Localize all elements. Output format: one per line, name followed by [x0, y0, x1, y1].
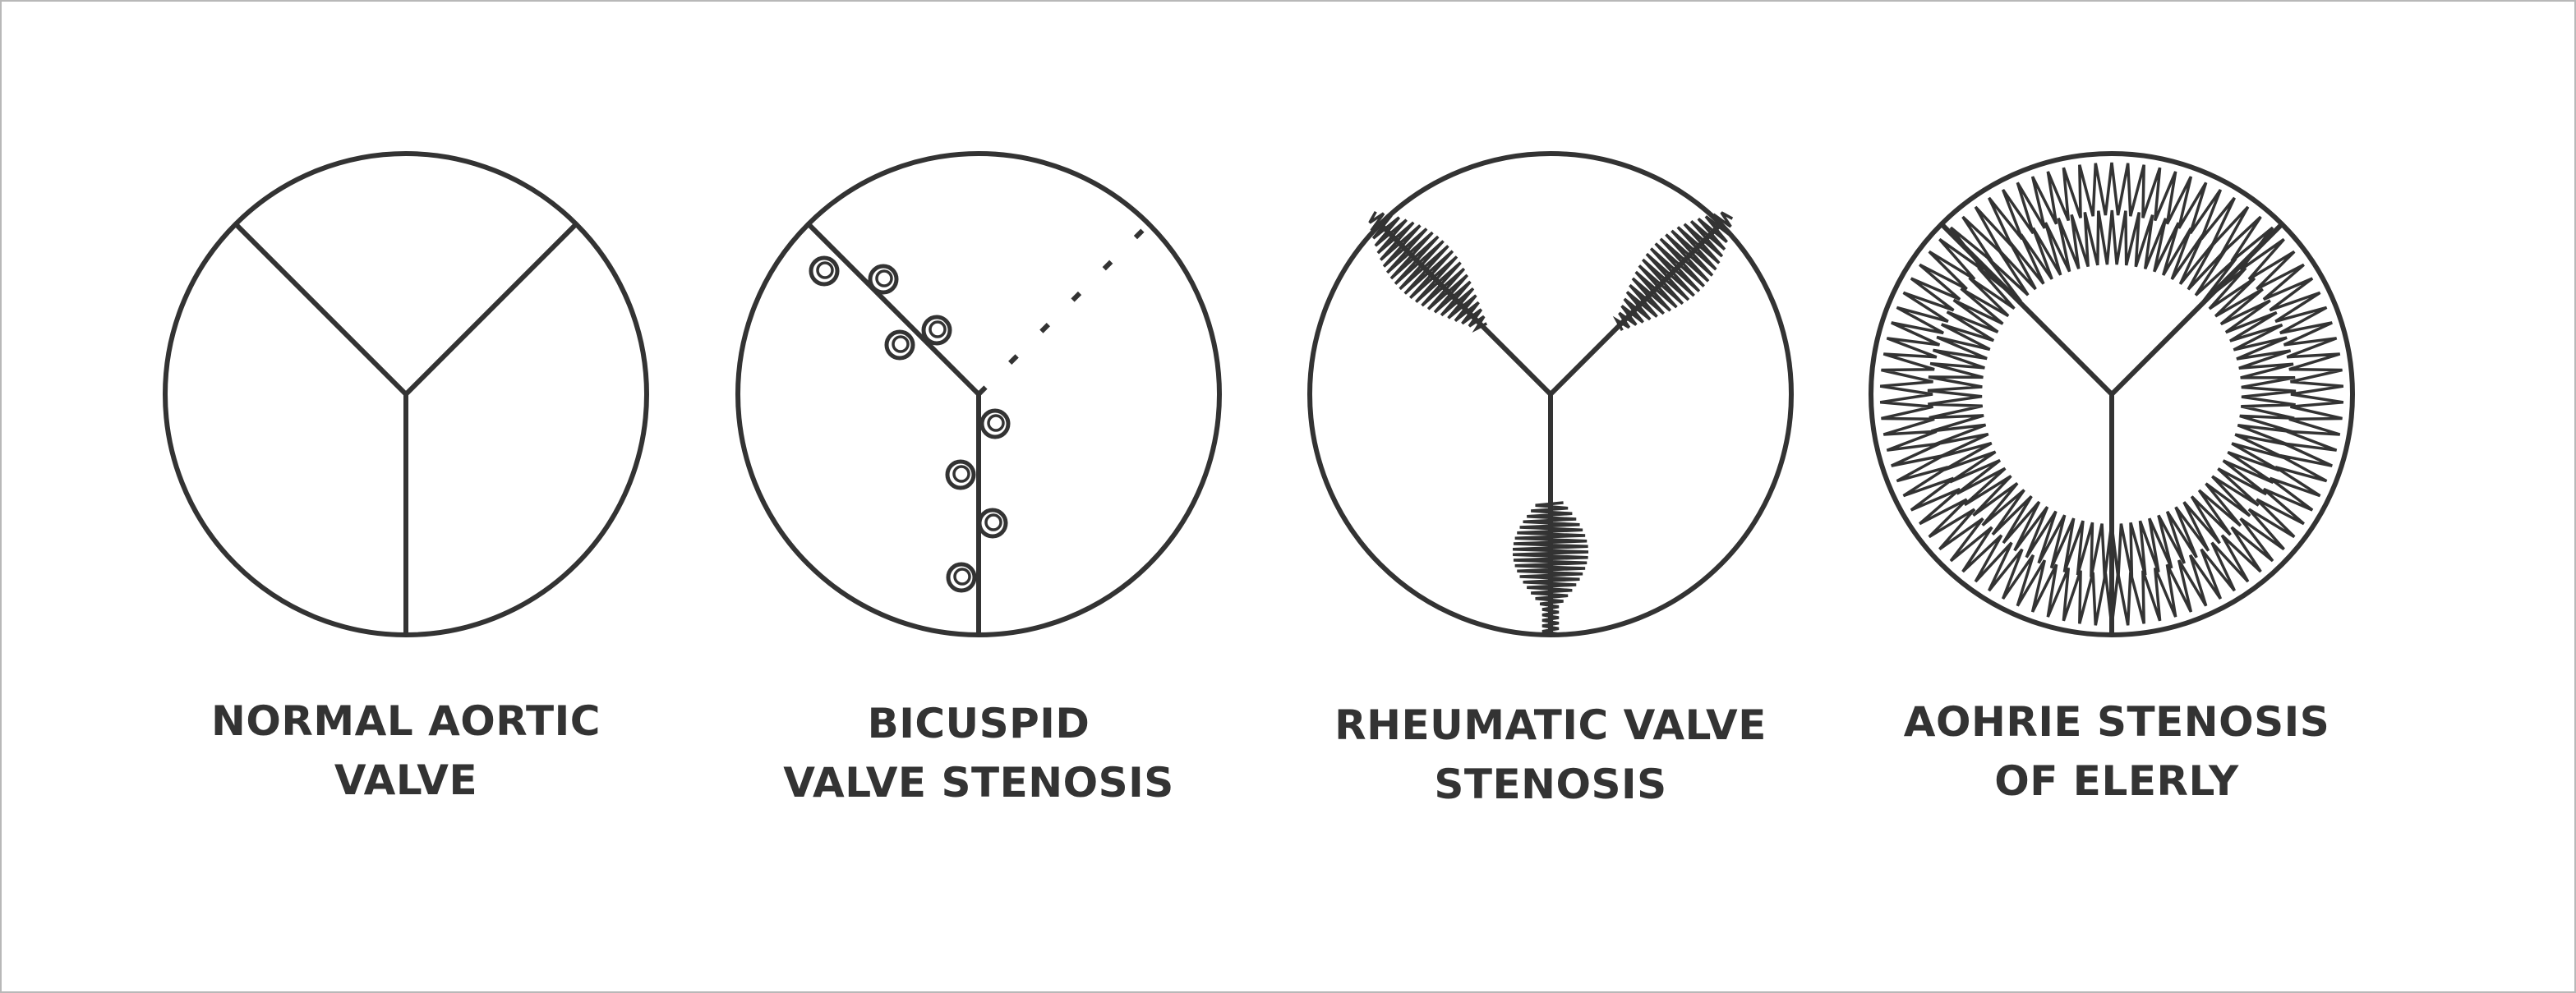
calcification-nodule [945, 459, 976, 490]
label-rheumatic-valve-stenosis: RHEUMATIC VALVE STENOSIS [1263, 696, 1838, 814]
calcification-nodule [979, 408, 1011, 439]
calcification-nodules-icon [809, 255, 1011, 593]
calcification-nodule [809, 255, 840, 287]
calcification-nodule [921, 315, 952, 346]
label-aortic-stenosis-elderly: AOHRIE STENOSIS OF ELERLY [1829, 692, 2404, 811]
label-line: BICUSPID [867, 700, 1090, 747]
label-line: VALVE [334, 756, 478, 804]
label-bicuspid-valve-stenosis: BICUSPID VALVE STENOSIS [691, 694, 1266, 812]
label-line: VALVE STENOSIS [783, 759, 1174, 807]
label-line: RHEUMATIC VALVE [1334, 701, 1767, 749]
label-line: NORMAL AORTIC [211, 697, 601, 745]
rheumatic-valve-icon [1307, 151, 1794, 637]
calcification-nodule [946, 562, 977, 593]
calcification-nodule [884, 329, 915, 361]
label-line: AOHRIE STENOSIS [1903, 698, 2330, 746]
label-line: STENOSIS [1434, 761, 1667, 808]
calcification-nodule [868, 264, 899, 295]
elderly-valve-icon [1869, 151, 2355, 637]
label-normal-aortic-valve: NORMAL AORTIC VALVE [118, 692, 694, 810]
normal-valve-icon [163, 151, 649, 637]
calcification-nodule [977, 508, 1008, 539]
label-line: OF ELERLY [1994, 757, 2239, 805]
bicuspid-valve-icon [735, 151, 1222, 637]
